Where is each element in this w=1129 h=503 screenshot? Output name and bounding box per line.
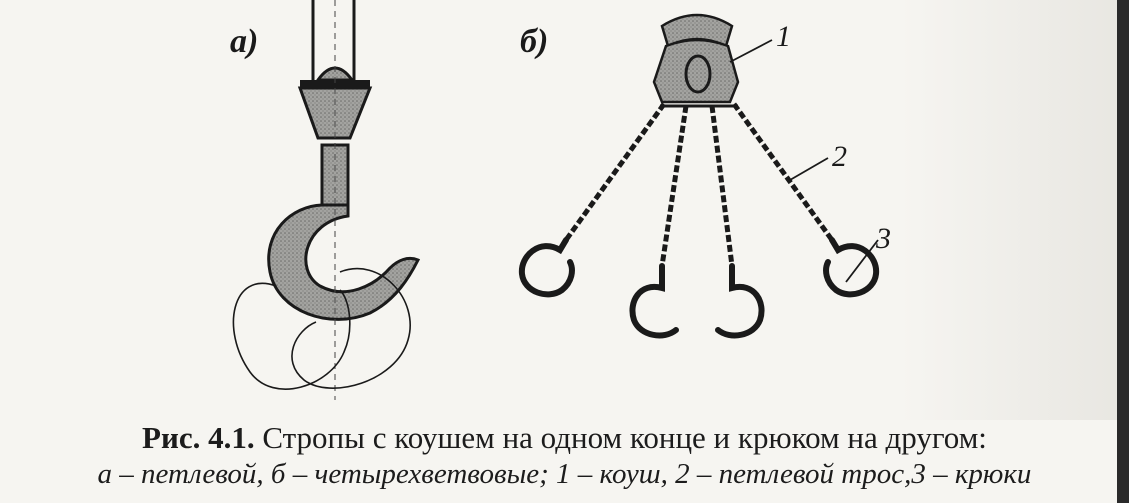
caption-title: Стропы с коушем на одном конце и крюком … bbox=[262, 420, 987, 455]
page-bleedthrough bbox=[900, 0, 1129, 420]
caption-prefix: Рис. 4.1. bbox=[142, 420, 255, 455]
callout-1: 1 bbox=[776, 20, 791, 53]
label-a: а) bbox=[230, 23, 258, 60]
loop-sling-hook bbox=[232, 0, 421, 400]
callout-2: 2 bbox=[832, 140, 847, 173]
sling-diagram: а) б) 1 2 3 bbox=[230, 0, 891, 400]
callout-3: 3 bbox=[875, 222, 891, 255]
scan-edge bbox=[1117, 0, 1129, 503]
leader-2 bbox=[789, 157, 829, 181]
leader-3 bbox=[845, 239, 879, 283]
caption-title-line: Рис. 4.1. Стропы с коушем на одном конце… bbox=[0, 420, 1129, 456]
four-leg-sling bbox=[518, 13, 880, 339]
label-b: б) bbox=[520, 23, 548, 60]
leader-1 bbox=[729, 39, 773, 63]
caption-legend: а – петлевой, б – четырехветвовые; 1 – к… bbox=[97, 458, 1032, 490]
